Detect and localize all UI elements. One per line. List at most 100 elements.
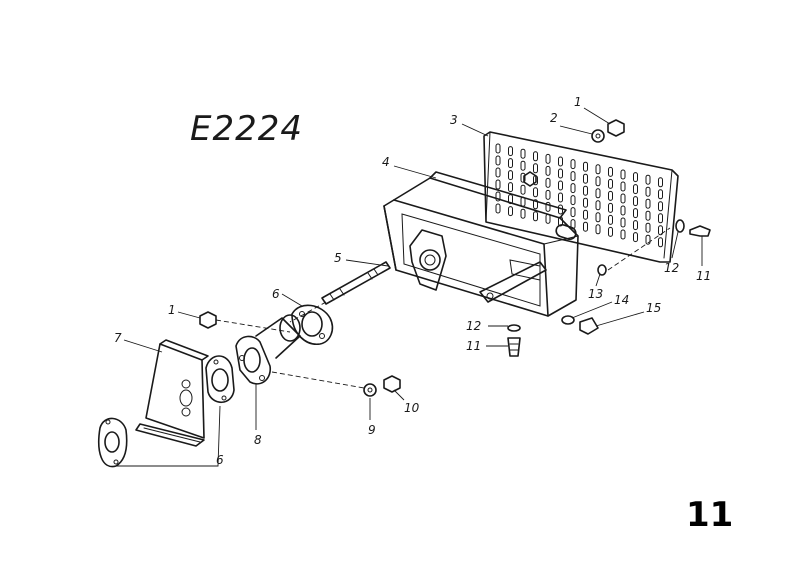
shield-slot [595, 164, 601, 175]
shield-slot [558, 168, 563, 179]
shield-slot [495, 143, 501, 154]
callout-10: 10 [404, 401, 420, 415]
shield-slot [583, 161, 588, 172]
callout-2: 2 [550, 111, 558, 125]
shield-slot [645, 210, 651, 221]
callout-11-mid: 11 [466, 339, 481, 353]
shield-slot [620, 169, 626, 180]
shield-slot [545, 153, 551, 164]
shield-slot [520, 160, 526, 171]
shield-slot [495, 155, 501, 166]
shield-slot [645, 174, 651, 185]
shield-slot [645, 222, 651, 233]
bracket-plate-part [135, 339, 209, 447]
shield-slot [633, 172, 638, 183]
shield-slot [658, 189, 663, 200]
gasket-middle-part [205, 355, 235, 404]
shield-slot [595, 176, 601, 187]
shield-slot [608, 214, 613, 225]
shield-slot [608, 202, 613, 213]
drawing-number: E2224 [190, 109, 303, 149]
shield-slot [508, 170, 513, 181]
shield-slot [508, 158, 513, 169]
callout-12-mid: 12 [466, 319, 481, 333]
callout-9: 9 [368, 423, 376, 437]
shield-slot [620, 217, 626, 228]
gasket-lower-part [98, 417, 128, 468]
shield-slot [570, 171, 576, 182]
shield-slot [595, 212, 601, 223]
shield-slot [558, 156, 563, 167]
nut-left-part [199, 311, 291, 333]
shield-slot [608, 178, 613, 189]
callout-1-top: 1 [574, 95, 582, 109]
shield-slot [570, 183, 576, 194]
callout-6-lower: 6 [216, 453, 224, 467]
exhaust-elbow-part [235, 314, 301, 430]
shield-slot [520, 184, 526, 195]
shield-slot [633, 196, 638, 207]
callout-13: 13 [588, 287, 603, 301]
muffler-body-part [383, 171, 579, 317]
shield-slot [595, 200, 601, 211]
callout-labels: 1 2 3 4 5 6 1 7 8 6 9 10 12 11 13 14 15 … [114, 95, 711, 467]
shield-slot [608, 190, 613, 201]
shield-slot [533, 151, 538, 162]
callout-11-right: 11 [696, 269, 711, 283]
shield-slots [495, 143, 663, 248]
callout-5: 5 [334, 251, 342, 265]
shield-slot [608, 166, 613, 177]
shield-slot [583, 197, 588, 208]
shield-slot [545, 177, 551, 188]
shield-slot [520, 148, 526, 159]
shield-slot [495, 203, 501, 214]
shield-slot [583, 173, 588, 184]
shield-slot [520, 208, 526, 219]
shield-slot [558, 180, 563, 191]
shield-slot [520, 172, 526, 183]
shield-slot [533, 187, 538, 198]
shield-slot [508, 206, 513, 217]
callout-6-upper: 6 [272, 287, 280, 301]
shield-slot [658, 177, 663, 188]
shield-slot [508, 182, 513, 193]
callout-3: 3 [450, 113, 458, 127]
washer-nut-lower-part [271, 371, 401, 397]
shield-slot [570, 159, 576, 170]
shield-slot [595, 188, 601, 199]
shield-slot [533, 163, 538, 174]
callout-15: 15 [646, 301, 661, 315]
shield-slot [495, 179, 501, 190]
callout-7: 7 [114, 331, 122, 345]
shield-slot [645, 186, 651, 197]
shield-slot [545, 201, 551, 212]
callout-12-right: 12 [664, 261, 679, 275]
shield-slot [633, 208, 638, 219]
shield-slot [570, 195, 576, 206]
fasteners-right-part [507, 219, 711, 357]
shield-slot [608, 226, 613, 237]
shield-slot [583, 209, 588, 220]
shield-slot [658, 225, 663, 236]
shield-slot [658, 213, 663, 224]
shield-slot [508, 146, 513, 157]
shield-slot [495, 167, 501, 178]
shield-slot [658, 237, 663, 248]
shield-slot [533, 211, 538, 222]
gasket-upper-part [291, 304, 334, 345]
shield-slot [545, 189, 551, 200]
shield-slot [595, 224, 601, 235]
shield-slot [533, 199, 538, 210]
shield-slot [545, 213, 551, 224]
callout-4: 4 [382, 155, 390, 169]
shield-slot [633, 220, 638, 231]
shield-slot [545, 165, 551, 176]
shield-slot [583, 221, 588, 232]
heat-shield-part [483, 131, 679, 263]
shield-slot [620, 229, 626, 240]
shield-slot [583, 185, 588, 196]
page-number: 11 [686, 495, 733, 535]
shield-slot [495, 191, 501, 202]
shield-slot [620, 181, 626, 192]
